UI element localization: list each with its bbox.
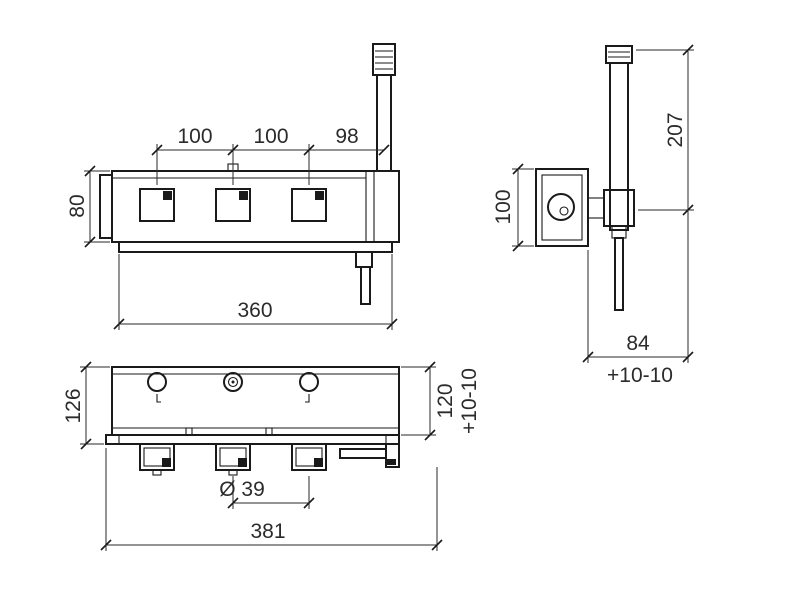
dim-label-depth: 84: [626, 332, 650, 355]
hose-front: [355, 251, 373, 305]
dim-label-body-width: 360: [237, 299, 272, 322]
plan-valve-3: [291, 443, 327, 471]
dim-label-spacing-3: 98: [335, 125, 358, 148]
side-hose-nut: [611, 225, 627, 239]
side-connector: [587, 197, 605, 219]
front-handle-1: [139, 188, 175, 222]
plan-mark-left: [156, 394, 161, 403]
dim-label-body-depth: 120: [434, 383, 457, 418]
hand-shower-front: [372, 43, 396, 172]
side-hose: [614, 237, 624, 311]
side-dimensions: 100 207 84 +10-10: [492, 44, 694, 387]
plan-dimensions: 126 120 +10-10 Ø 39 381: [62, 361, 481, 551]
side-knob: [547, 193, 575, 221]
front-dimensions: 100 100 98 80 360: [66, 125, 398, 330]
dim-label-valve-diameter: Ø 39: [219, 478, 265, 501]
plan-body: [111, 366, 400, 436]
plan-mark-right: [305, 394, 310, 403]
front-view: [99, 43, 400, 305]
plan-bracket: [339, 443, 400, 468]
plan-port-2: [223, 372, 243, 392]
front-body: [111, 170, 400, 243]
plan-valve-2: [215, 443, 251, 471]
dim-label-shower-height: 207: [664, 112, 687, 147]
dim-label-depth-tolerance: +10-10: [607, 364, 673, 387]
plan-flange: [105, 434, 400, 445]
front-handle-3: [291, 188, 327, 222]
dim-label-body-depth-tolerance: +10-10: [458, 368, 481, 434]
front-left-endcap: [99, 174, 113, 239]
side-view: [535, 45, 635, 311]
dim-label-body-height: 80: [66, 194, 89, 217]
side-holder: [603, 189, 635, 227]
dim-label-total-width: 381: [250, 520, 285, 543]
side-shower-wand: [609, 62, 629, 231]
plan-port-1: [147, 372, 167, 392]
dim-label-spacing-1: 100: [177, 125, 212, 148]
plan-valve-1: [139, 443, 175, 471]
side-shower-head: [605, 45, 633, 64]
plan-view: [105, 366, 400, 476]
front-baseplate: [118, 241, 393, 253]
plan-port-3: [299, 372, 319, 392]
dim-label-plate-height: 100: [492, 189, 515, 224]
dim-label-spacing-2: 100: [253, 125, 288, 148]
front-handle-2: [215, 188, 251, 222]
dim-label-total-depth: 126: [62, 388, 85, 423]
